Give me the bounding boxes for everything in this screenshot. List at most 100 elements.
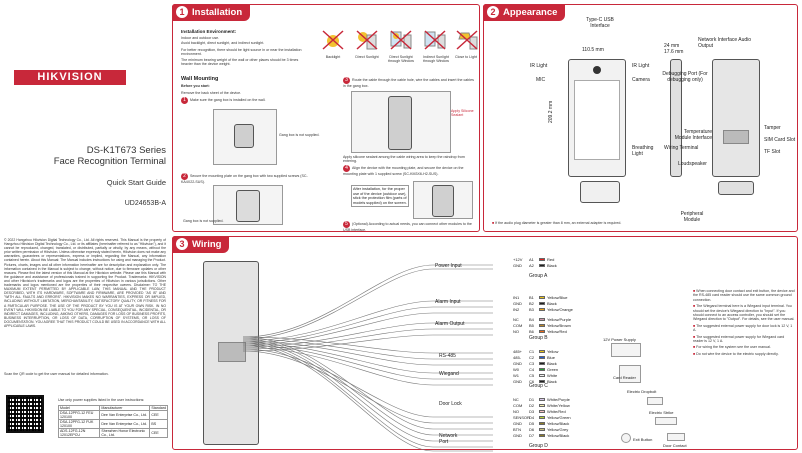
env-icon-label: Backlight	[325, 55, 341, 59]
door-contact	[667, 433, 685, 441]
pin-signal: NO	[513, 409, 519, 414]
sun-icon	[322, 30, 344, 50]
wire-color: Yellow/Red	[547, 329, 567, 334]
lamp-icon	[456, 30, 478, 50]
cable-line	[243, 340, 493, 442]
pin-signal: NC	[513, 397, 519, 402]
wall-title: Wall Mounting	[181, 76, 219, 82]
pin-signal: W1	[513, 373, 519, 378]
product-line2: Face Recognition Terminal	[53, 156, 166, 167]
dim-depth2: 17.6 mm	[664, 49, 684, 55]
pin-signal: +12V	[513, 257, 523, 262]
device-side-view	[670, 59, 682, 177]
info-icon: ■	[693, 289, 697, 293]
pin-signal: BTN	[513, 427, 521, 432]
wire-color-swatch	[539, 324, 545, 327]
wiring-device	[203, 261, 259, 445]
wire-color-swatch	[539, 362, 545, 365]
wire-label-door: Door Lock	[439, 401, 462, 407]
group-d-label: Group D	[529, 443, 548, 449]
label-peripheral: Peripheral Module	[680, 211, 704, 223]
group-a-label: Group A	[529, 273, 548, 279]
wiring-notes: ■ When connecting door contact and exit …	[693, 289, 795, 358]
wire-color-swatch	[539, 416, 545, 419]
wire-color-swatch	[539, 410, 545, 413]
wire-color: Yellow/Black	[547, 421, 570, 426]
pin-code: D5	[529, 421, 535, 426]
cover-panel: HIKVISION DS-K1T673 Series Face Recognit…	[0, 0, 170, 453]
door-contact-label: Door Contact	[663, 443, 687, 448]
device-back	[388, 96, 412, 150]
cable-line	[243, 264, 493, 338]
wire-color: Yellow	[547, 349, 559, 354]
product-line1: DS-K1T673 Series	[86, 145, 166, 156]
wire-color: Blue	[547, 355, 556, 360]
dim-depth1: 24 mm	[664, 43, 680, 49]
group-c-label: Group C	[529, 383, 548, 389]
wiring-note: ■ The suggested external power supply fo…	[693, 335, 795, 344]
pin-signal: IN2	[513, 307, 520, 312]
label-speaker: Loudspeaker	[678, 161, 707, 167]
wire-color: Green	[547, 367, 559, 372]
wire-color-swatch	[539, 434, 545, 437]
guide-title: Quick Start Guide	[106, 178, 166, 187]
pin-code: B2	[529, 301, 534, 306]
wire-color-swatch	[539, 422, 545, 425]
info-icon: ■	[693, 351, 697, 356]
wire-color-swatch	[539, 350, 545, 353]
env-icon-label: Direct Sunlight	[355, 55, 379, 59]
wiring-note: ■ For wiring the fire system see the use…	[693, 345, 795, 349]
pin-code: D3	[529, 409, 535, 414]
label-breathing: Breathing Light	[632, 145, 654, 157]
pin-code: B6	[529, 329, 534, 334]
device-front	[432, 185, 454, 217]
cable-line	[243, 344, 493, 452]
env-title: Installation Environment:	[181, 29, 237, 34]
cable-line	[243, 338, 493, 436]
wire-color-swatch	[539, 302, 545, 305]
wire-color-swatch	[539, 368, 545, 371]
pin-signal: GND	[513, 263, 522, 268]
wiring-note: ■ The Wiegand terminal here is a Wiegand…	[693, 304, 795, 322]
silicone-label: Apply Silicone Sealant	[451, 109, 474, 118]
card-reader	[619, 365, 641, 383]
pin-code: D1	[529, 397, 535, 402]
doc-code: UD24653B-A	[124, 200, 166, 207]
legal-text: © 2022 Hangzhou Hikvision Digital Techno…	[4, 238, 166, 328]
pin-row: NC D1 White/Purple	[513, 397, 570, 402]
wire-color: Black	[547, 263, 557, 268]
wire-color-swatch	[539, 380, 545, 383]
wiring-note: ■ Do not wire the device to the electric…	[693, 352, 795, 356]
peripheral-module-side	[718, 181, 754, 195]
wiring-note: ■ When connecting door contact and exit …	[693, 289, 795, 302]
exit-button-label: Exit Button	[633, 437, 653, 442]
wire-color-swatch	[539, 296, 545, 299]
label-usb: Type-C USB Interface	[586, 17, 614, 29]
wire-color: White/Purple	[547, 397, 570, 402]
pin-code: D4	[529, 415, 535, 420]
wiring-note-text: When connecting door contact and exit bu…	[693, 289, 795, 302]
wire-color-swatch	[539, 318, 545, 321]
align-illustration	[413, 181, 473, 219]
exit-button	[621, 433, 631, 443]
pin-code: D2	[529, 403, 535, 408]
pin-signal: NC	[513, 317, 519, 322]
wire-color: Yellow/Purple	[547, 317, 572, 322]
wiring-note: ■ The suggested external power supply fo…	[693, 324, 795, 333]
wire-color-swatch	[539, 264, 545, 267]
